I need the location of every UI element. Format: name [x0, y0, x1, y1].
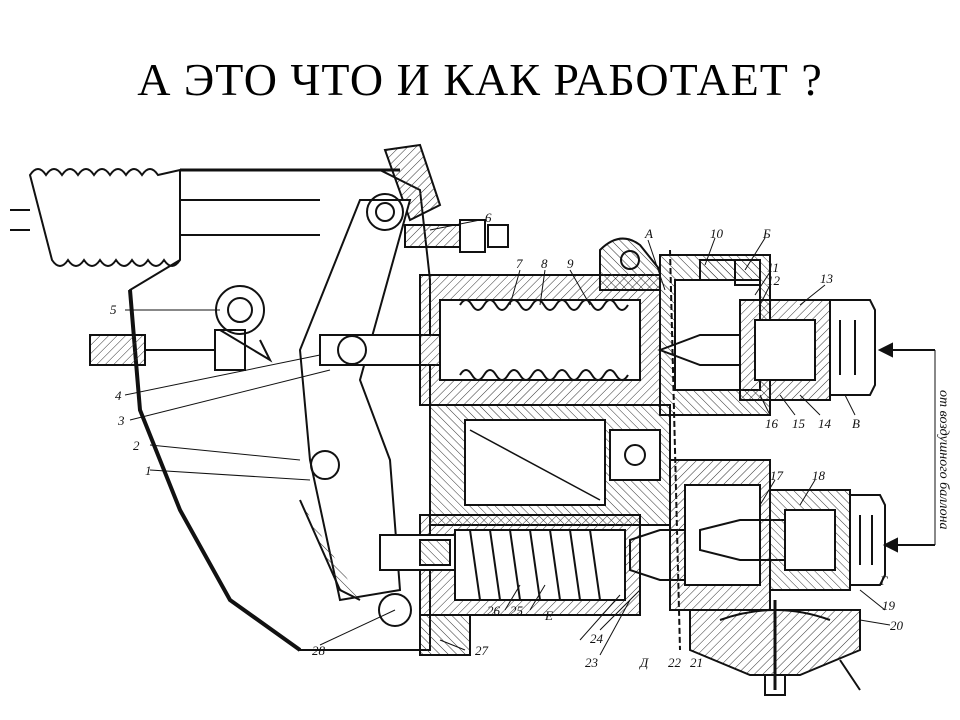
label-10: 10	[710, 226, 724, 241]
label-V: В	[852, 416, 860, 431]
label-B: Б	[762, 226, 771, 241]
label-D: Д	[638, 655, 649, 670]
bellows-boot	[10, 168, 320, 267]
label-26: 26	[487, 603, 501, 618]
label-17: 17	[770, 468, 784, 483]
label-25: 25	[510, 603, 524, 618]
upper-valve-body	[419, 237, 661, 406]
lower-inlet-valve	[669, 459, 886, 696]
label-E: Е	[544, 608, 553, 623]
label-11: 11	[767, 260, 779, 275]
label-18: 18	[812, 468, 826, 483]
adjusting-bolt	[404, 219, 509, 253]
label-G: Г	[879, 573, 888, 588]
label-12: 12	[767, 273, 781, 288]
label-13: 13	[820, 271, 834, 286]
cam-roller	[215, 285, 273, 363]
label-9: 9	[567, 256, 574, 271]
label-22: 22	[668, 655, 682, 670]
label-20: 20	[890, 618, 904, 633]
label-15: 15	[792, 416, 806, 431]
label-1: 1	[145, 463, 152, 478]
brake-valve-section-diagram: 1 2 3 4 5 6 7 8 9 10 11 12 13 14 15 16 1…	[10, 143, 951, 696]
label-5: 5	[110, 302, 117, 317]
callout-labels: 1 2 3 4 5 6 7 8 9 10 11 12 13 14 15 16 1…	[110, 210, 951, 670]
leader-lines	[124, 219, 891, 656]
label-23: 23	[585, 655, 599, 670]
air-inlet-arrows	[877, 342, 936, 553]
label-3: 3	[117, 413, 125, 428]
label-16: 16	[765, 416, 779, 431]
lower-valve-body	[379, 514, 701, 656]
lever-housing	[128, 143, 442, 652]
slide-title: А ЭТО ЧТО И КАК РАБОТАЕТ ?	[137, 54, 823, 105]
label-4: 4	[115, 388, 122, 403]
air-cylinder-note: от воздушного баллона	[936, 390, 951, 530]
label-6: 6	[485, 210, 492, 225]
central-body	[429, 249, 681, 651]
label-7: 7	[516, 256, 523, 271]
label-27: 27	[475, 643, 489, 658]
label-2: 2	[133, 438, 140, 453]
adjusting-screw	[89, 329, 246, 371]
upper-inlet-valve	[657, 254, 876, 416]
label-19: 19	[882, 598, 896, 613]
label-24: 24	[590, 631, 604, 646]
label-21: 21	[690, 655, 703, 670]
label-8: 8	[541, 256, 548, 271]
lever-arm	[298, 193, 412, 627]
label-A: А	[644, 226, 653, 241]
label-28: 28	[312, 643, 326, 658]
label-14: 14	[818, 416, 832, 431]
